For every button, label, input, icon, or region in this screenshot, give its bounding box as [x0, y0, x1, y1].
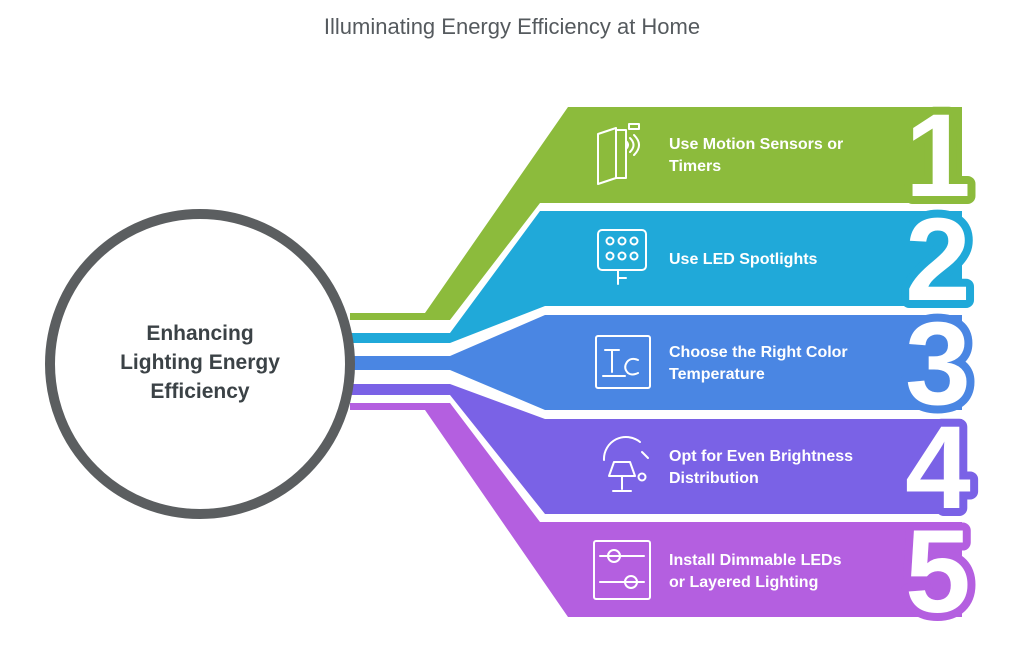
motion-sensor-icon — [597, 123, 640, 185]
step-3-number: 3 — [905, 298, 971, 430]
color-temperature-icon — [595, 335, 651, 389]
step-1-label-line-1: Use Motion Sensors or — [669, 136, 843, 153]
step-1-number: 1 — [905, 90, 971, 222]
step-4-label-line-2: Distribution — [669, 470, 759, 487]
step-3-label-line-1: Choose the Right Color — [669, 344, 848, 361]
step-1-band — [350, 107, 962, 320]
center-label-line-2: Lighting Energy — [120, 351, 280, 374]
step-3-band — [350, 315, 962, 410]
lamp-brightness-icon — [602, 435, 649, 492]
step-5-label-line-1: Install Dimmable LEDs — [669, 552, 842, 569]
led-spotlight-icon — [597, 229, 647, 285]
step-4-label-line-1: Opt for Even Brightness — [669, 448, 853, 465]
step-4-number: 4 — [905, 402, 971, 534]
step-1-label-line-2: Timers — [669, 158, 721, 175]
step-5-band — [350, 403, 962, 617]
step-4-band — [350, 384, 962, 514]
center-label-line-1: Enhancing — [146, 322, 253, 345]
center-circle — [45, 209, 355, 519]
step-2-number: 2 — [905, 194, 971, 326]
page-title: Illuminating Energy Efficiency at Home — [323, 14, 701, 39]
dimmer-sliders-icon — [593, 540, 651, 600]
step-5-label-line-2: or Layered Lighting — [669, 574, 818, 591]
step-3-label-line-2: Temperature — [669, 366, 765, 383]
step-5-number: 5 — [905, 506, 971, 638]
step-2-band — [350, 211, 962, 343]
center-label-line-3: Efficiency — [150, 380, 250, 403]
center-node: Enhancing Lighting Energy Efficiency — [45, 209, 355, 519]
step-2-label-line-1: Use LED Spotlights — [669, 251, 818, 268]
